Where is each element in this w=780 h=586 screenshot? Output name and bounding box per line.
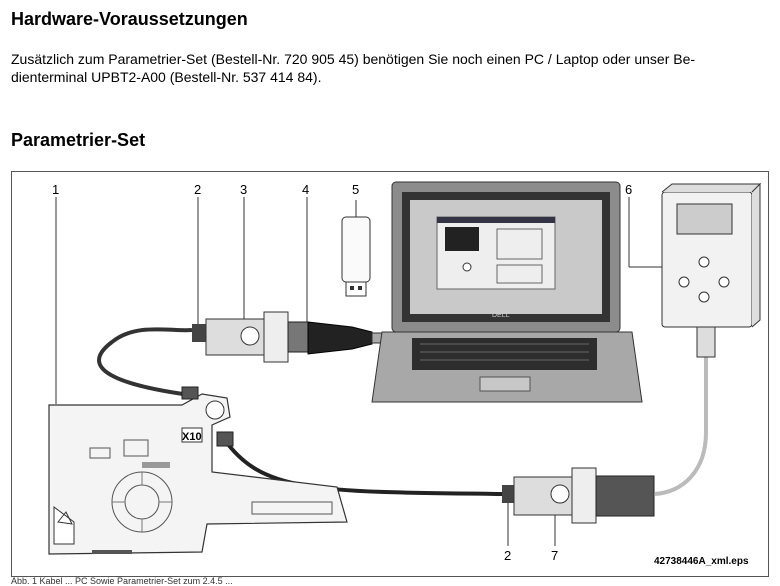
heading-hardware-requirements: Hardware-Voraussetzungen	[11, 9, 248, 29]
connector-plug-top	[192, 324, 206, 342]
requirements-line-2: dienterminal UPBT2-A00 (Bestell-Nr. 537 …	[11, 69, 322, 85]
usb-stick	[341, 216, 371, 297]
figure-caption-partial: Abb. 1 Kabel ... PC Sowie Parametrier-Se…	[11, 576, 233, 586]
operator-terminal	[661, 182, 762, 358]
heading-parameter-set: Parametrier-Set	[11, 130, 146, 150]
callout-1: 1	[52, 182, 59, 197]
laptop: DELL	[371, 181, 643, 403]
usb-serial-adapter	[287, 321, 387, 355]
control-board: X10	[48, 386, 348, 555]
requirements-line-1: Zusätzlich zum Parametrier-Set (Bestell-…	[11, 51, 696, 67]
connector-plug-bottom	[502, 485, 514, 503]
interface-adapter-top	[205, 311, 289, 363]
laptop-brand-text: DELL	[492, 312, 510, 319]
requirements-paragraph: Zusätzlich zum Parametrier-Set (Bestell-…	[11, 50, 771, 86]
cable-board-to-adapter	[97, 327, 193, 397]
callout-2-bottom: 2	[504, 548, 511, 563]
callout-2-top: 2	[194, 182, 201, 197]
callout-4: 4	[302, 182, 309, 197]
callout-5: 5	[352, 182, 359, 197]
figure-id: 42738446A_xml.eps	[654, 556, 749, 567]
callout-3: 3	[240, 182, 247, 197]
callout-7: 7	[551, 548, 558, 563]
x10-label: X10	[182, 431, 202, 443]
figure-drawing: X10 DELL	[48, 181, 762, 567]
callout-6: 6	[625, 182, 632, 197]
cable-terminal	[654, 357, 708, 496]
interface-adapter-bottom	[513, 467, 655, 524]
callout-lines	[55, 197, 662, 546]
parameter-set-figure: X10 DELL	[11, 171, 769, 577]
